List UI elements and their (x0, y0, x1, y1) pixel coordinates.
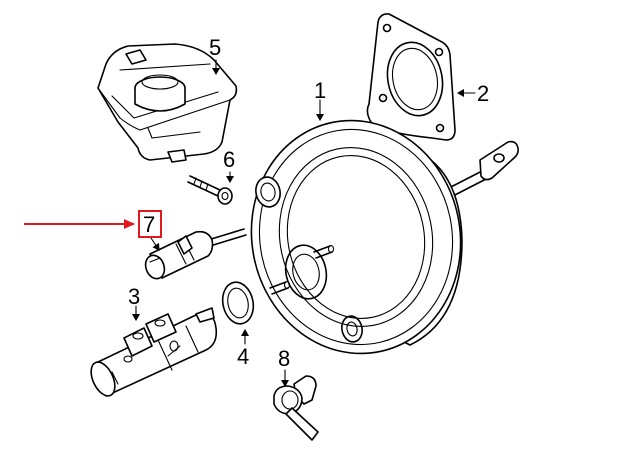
callout-8: 8 (278, 346, 290, 371)
callout-4: 4 (237, 344, 249, 369)
callout-1: 1 (314, 78, 326, 103)
highlight-box (138, 210, 162, 238)
callout-5: 5 (209, 35, 221, 60)
master-cylinder-part (90, 307, 218, 397)
leader-lines (132, 59, 476, 387)
callout-2: 2 (477, 81, 489, 106)
o-ring-part (221, 281, 255, 325)
pressure-sensor-part (144, 228, 247, 280)
elbow-fitting-part (273, 375, 319, 441)
callout-6: 6 (223, 147, 235, 172)
fluid-reservoir-part (97, 43, 238, 163)
gasket-plate-part (366, 13, 456, 141)
brake-booster-part (250, 119, 519, 355)
callout-7: 7 (143, 212, 155, 237)
bolt-part (187, 175, 233, 205)
callout-3: 3 (128, 284, 140, 309)
